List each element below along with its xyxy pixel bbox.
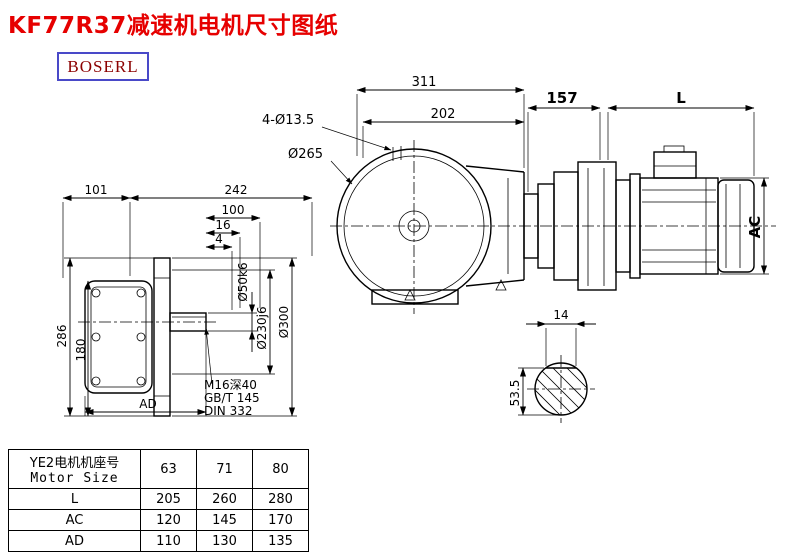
dim-202-label: 202 [431, 107, 456, 122]
dim-100-label: 100 [222, 203, 245, 217]
dim-flange-diameter-label: Ø300 [277, 306, 291, 338]
dim-AD: AD [84, 334, 207, 416]
motor-view: 157 L AC [330, 89, 776, 291]
dim-53-5-label: 53.5 [508, 380, 522, 407]
flange-callout: Ø265 [288, 147, 353, 185]
row-value: 120 [140, 509, 197, 531]
row-label: AD [8, 530, 141, 552]
dim-100: 100 [205, 203, 261, 308]
row-value: 145 [196, 509, 253, 531]
terminal-box [653, 151, 697, 179]
row-value: 205 [140, 488, 197, 510]
dim-157: 157 [527, 89, 601, 192]
dim-L-label: L [676, 89, 686, 107]
tap-note-1: M16深40 [204, 378, 257, 392]
dim-AC-label: AC [746, 216, 764, 239]
dim-286: 286 [55, 257, 154, 417]
row-value: 280 [252, 488, 309, 510]
table-header-cn: YE2电机机座号 [29, 456, 120, 471]
motor-size-table: YE2电机机座号 Motor Size 63 71 80 L 205 260 2… [8, 449, 309, 552]
dim-shaft-diameter-label: Ø50k6 [236, 262, 250, 301]
dim-180-label: 180 [74, 339, 88, 362]
dim-spigot-diameter-label: Ø230j6 [255, 306, 269, 349]
table-header-en: Motor Size [30, 471, 119, 486]
dim-flange-diameter: Ø300 [172, 257, 297, 417]
dim-180: 180 [74, 280, 92, 417]
dim-16: 16 [205, 218, 241, 308]
dim-101: 101 [62, 183, 131, 278]
dim-L: L [607, 89, 755, 176]
row-label: L [8, 488, 141, 510]
dim-311-label: 311 [412, 75, 437, 90]
brand-logo-text: BOSERL [67, 56, 139, 76]
table-size-71: 71 [196, 449, 253, 489]
table-size-63: 63 [140, 449, 197, 489]
row-value: 130 [196, 530, 253, 552]
dim-202: 202 [362, 107, 525, 158]
front-view: 311 202 4-Ø13.5 Ø265 [262, 75, 525, 314]
table-row-AD: AD 110 130 135 [8, 530, 309, 552]
row-value: 110 [140, 530, 197, 552]
row-value: 170 [252, 509, 309, 531]
table-size-80: 80 [252, 449, 309, 489]
output-flange [153, 257, 171, 417]
dim-4: 4 [205, 232, 233, 310]
gearbox-housing [84, 280, 153, 394]
shaft-section: 14 53.5 [508, 308, 596, 423]
table-row-AC: AC 120 145 170 [8, 509, 309, 531]
dim-242: 242 [129, 183, 313, 256]
surface-finish-icon [495, 279, 507, 291]
fan-cover [717, 179, 755, 273]
dim-14: 14 [526, 308, 596, 366]
tapped-hole-note: M16深40 GB/T 145 DIN 332 [204, 327, 260, 418]
holes-callout: 4-Ø13.5 [262, 113, 392, 151]
dim-AD-label: AD [139, 397, 156, 411]
table-row-L: L 205 260 280 [8, 488, 309, 510]
row-label: AC [8, 509, 141, 531]
dim-286-label: 286 [55, 325, 69, 348]
table-header-row: YE2电机机座号 Motor Size 63 71 80 [8, 449, 309, 489]
brand-logo: BOSERL [57, 52, 149, 81]
row-value: 135 [252, 530, 309, 552]
table-header-cell: YE2电机机座号 Motor Size [8, 449, 141, 489]
dim-16-label: 16 [215, 218, 230, 232]
dim-AC: AC [720, 177, 769, 275]
dim-53-5: 53.5 [508, 367, 558, 416]
dim-shaft-diameter: Ø50k6 [208, 262, 257, 352]
page-title: KF77R37减速机电机尺寸图纸 [8, 13, 339, 39]
mounting-foot [371, 289, 459, 305]
dim-157-label: 157 [546, 89, 577, 107]
dim-4-label: 4 [215, 232, 223, 246]
dim-14-label: 14 [553, 308, 568, 322]
dim-242-label: 242 [225, 183, 248, 197]
tap-note-2: GB/T 145 [204, 391, 260, 405]
flange-callout-label: Ø265 [288, 147, 323, 162]
holes-callout-label: 4-Ø13.5 [262, 113, 314, 128]
dim-311: 311 [356, 75, 525, 168]
dim-spigot-diameter: Ø230j6 [172, 269, 275, 375]
side-view: 101 242 100 16 4 2 [55, 183, 313, 418]
tap-note-3: DIN 332 [204, 404, 252, 418]
section-hatching [535, 368, 587, 416]
dim-101-label: 101 [85, 183, 108, 197]
row-value: 260 [196, 488, 253, 510]
surface-finish-icon [404, 289, 416, 301]
